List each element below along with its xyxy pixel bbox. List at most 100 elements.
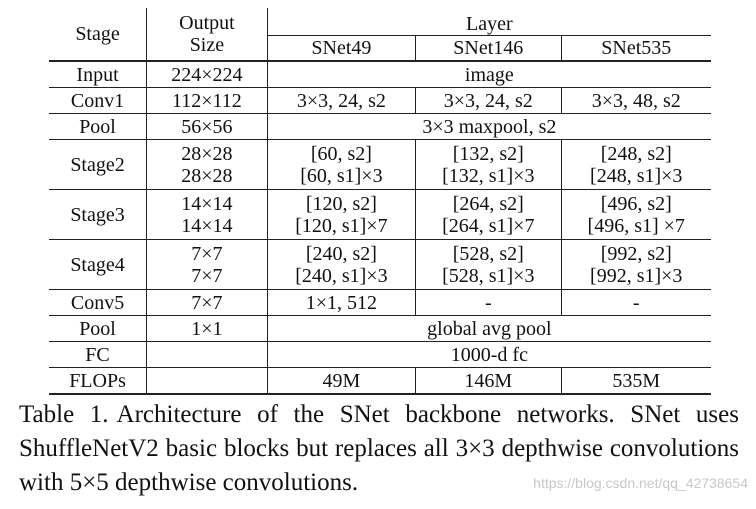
header-output-size-line1: Output (179, 12, 235, 34)
header-output-size-line2: Size (189, 34, 225, 56)
cell-layer-line: 146M (464, 369, 513, 392)
cell-output-size-line: 14×14 (181, 192, 233, 215)
cell-layer-line: - (484, 291, 492, 314)
cell-output-size: 224×224 (146, 61, 268, 88)
cell-layer-line: [120, s2] (305, 192, 377, 215)
table-row: FLOPs 49M 146M 535M (49, 367, 711, 395)
cell-output-size-line: 7×7 (191, 291, 223, 314)
cell-layer-line: [60, s2] (310, 142, 372, 165)
cell-layer-line: - (632, 291, 640, 314)
cell-layer-line: 3×3, 48, s2 (591, 89, 681, 112)
cell-layer-snet49: 49M (267, 367, 417, 395)
caption-label: Table 1. (19, 401, 109, 428)
cell-layer-line: [528, s1]×3 (442, 264, 535, 287)
cell-output-size-line: 28×28 (181, 164, 233, 187)
cell-layer-line: [264, s2] (452, 192, 524, 215)
header-output-size: Output Size (146, 8, 268, 62)
cell-output-size-line: 28×28 (181, 142, 233, 165)
table-row: Input 224×224 image (49, 61, 711, 88)
cell-stage: FLOPs (49, 367, 148, 395)
cell-stage: Pool (49, 113, 148, 140)
cell-output-size (146, 341, 268, 368)
cell-layer-snet49: [60, s2][60, s1]×3 (267, 139, 417, 190)
cell-layer-snet146: 3×3, 24, s2 (415, 87, 562, 114)
cell-output-size-line: 112×112 (172, 89, 242, 112)
cell-layer-line: [240, s2] (305, 242, 377, 265)
cell-output-size: 112×112 (146, 87, 268, 114)
header-model-snet49: SNet49 (267, 35, 417, 62)
cell-layer-line: [528, s2] (452, 242, 524, 265)
cell-stage: Conv5 (49, 289, 148, 316)
cell-stage: Pool (49, 315, 148, 342)
caption-text: Architecture of the SNet backbone networ… (19, 401, 739, 496)
cell-output-size-line: 7×7 (191, 264, 223, 287)
cell-layer-line: [60, s1]×3 (300, 164, 383, 187)
cell-layer-snet49: [240, s2][240, s1]×3 (267, 239, 417, 290)
cell-layer-line: [992, s1]×3 (590, 264, 683, 287)
cell-layer-snet535: [248, s2][248, s1]×3 (561, 139, 711, 190)
cell-layer-span: 1000-d fc (267, 341, 711, 368)
table-row: Pool 1×1 global avg pool (49, 315, 711, 342)
cell-layer-line: [248, s2] (600, 142, 672, 165)
cell-output-size-line: 56×56 (181, 115, 233, 138)
cell-output-size: 1×1 (146, 315, 268, 342)
cell-layer-snet49: 3×3, 24, s2 (267, 87, 417, 114)
cell-output-size-line: 14×14 (181, 214, 233, 237)
cell-layer-snet535: 3×3, 48, s2 (561, 87, 711, 114)
header-model-snet535: SNet535 (561, 35, 711, 62)
header-stage: Stage (49, 8, 148, 62)
header-layer: Layer (267, 8, 711, 36)
cell-layer-snet146: [132, s2][132, s1]×3 (415, 139, 562, 190)
cell-layer-line: [240, s1]×3 (295, 264, 388, 287)
cell-output-size: 56×56 (146, 113, 268, 140)
table-row: Pool 56×56 3×3 maxpool, s2 (49, 113, 711, 140)
cell-output-size (146, 367, 268, 395)
cell-layer-line: [264, s1]×7 (442, 214, 535, 237)
cell-layer-line: [496, s1] ×7 (587, 214, 685, 237)
cell-layer-snet535: [496, s2][496, s1] ×7 (561, 189, 711, 240)
cell-stage: Stage4 (49, 239, 148, 290)
cell-layer-snet535: 535M (561, 367, 711, 395)
cell-layer-line: [120, s1]×7 (295, 214, 388, 237)
cell-stage: Stage2 (49, 139, 148, 190)
cell-output-size-line: 7×7 (191, 242, 223, 265)
cell-layer-line: [496, s2] (600, 192, 672, 215)
cell-layer-snet146: - (415, 289, 562, 316)
cell-layer-snet146: [264, s2][264, s1]×7 (415, 189, 562, 240)
cell-layer-line: [132, s2] (452, 142, 524, 165)
cell-layer-line: [132, s1]×3 (442, 164, 535, 187)
table-caption: Table 1.Architecture of the SNet backbon… (19, 398, 739, 500)
cell-layer-line: 1×1, 512 (305, 291, 378, 314)
cell-layer-line: 3×3, 24, s2 (443, 89, 533, 112)
watermark: https://blog.csdn.net/qq_42738654 (533, 475, 748, 491)
cell-output-size-line: 1×1 (191, 317, 223, 340)
cell-output-size: 7×7 (146, 289, 268, 316)
cell-layer-line: 49M (322, 369, 361, 392)
cell-output-size-line: 224×224 (171, 63, 243, 86)
table-row: Conv5 7×7 1×1, 512 - - (49, 289, 711, 316)
cell-layer-span: 3×3 maxpool, s2 (267, 113, 711, 140)
cell-layer-span: global avg pool (267, 315, 711, 342)
table-row: Conv1 112×112 3×3, 24, s2 3×3, 24, s2 3×3, 4… (49, 87, 711, 114)
cell-layer-line: [248, s1]×3 (590, 164, 683, 187)
architecture-table: Stage Output Size Layer SNet49 SNet146 S… (49, 8, 711, 395)
cell-layer-line: [992, s2] (600, 242, 672, 265)
cell-layer-snet535: - (561, 289, 711, 316)
cell-layer-line: 535M (612, 369, 661, 392)
cell-stage: Conv1 (49, 87, 148, 114)
cell-stage: Input (49, 61, 148, 88)
cell-layer-snet49: [120, s2][120, s1]×7 (267, 189, 417, 240)
cell-layer-span: image (267, 61, 711, 88)
header-model-snet146: SNet146 (415, 35, 562, 62)
cell-stage: Stage3 (49, 189, 148, 240)
cell-layer-snet49: 1×1, 512 (267, 289, 417, 316)
cell-layer-snet146: 146M (415, 367, 562, 395)
